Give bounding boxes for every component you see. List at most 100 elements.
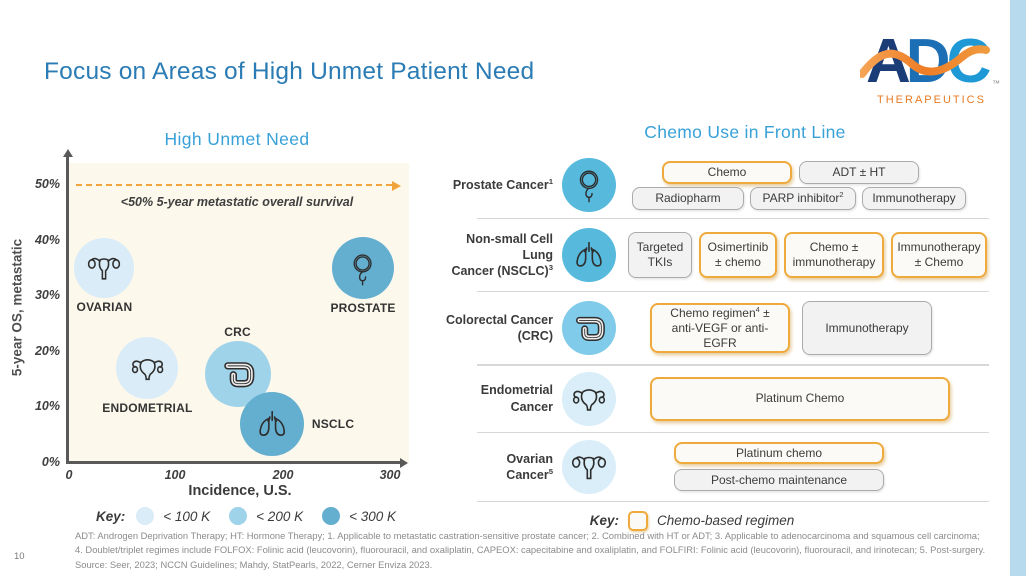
row-boxes: Platinum Chemo <box>626 376 995 421</box>
x-tick: 300 <box>379 468 401 482</box>
lungs-icon <box>570 236 608 274</box>
regimen-box-platinum-chemo: Platinum Chemo <box>650 376 950 421</box>
uterus-icon <box>570 380 608 418</box>
row-divider <box>477 431 989 433</box>
legend-swatch-lt300k <box>322 507 341 525</box>
regimen-box-chemo: Chemo <box>662 160 792 184</box>
row-boxes: Chemo regimen4 ± anti-VEGF or anti-EGFR … <box>626 301 995 356</box>
row-label: Colorectal Cancer(CRC) <box>446 313 553 344</box>
panel-title: Chemo Use in Front Line <box>644 122 846 142</box>
regimen-box-parp-inhibitor: PARP inhibitor2 <box>750 186 856 210</box>
chart-x-axis-line <box>66 461 402 464</box>
legend-entry: < 100 K <box>163 508 211 524</box>
row-divider <box>477 218 989 220</box>
regimen-box-chemo-regimen: Chemo regimen4 ± anti-VEGF or anti-EGFR <box>650 303 790 354</box>
uterus-icon <box>129 350 166 387</box>
chart-y-axis-arrow-icon <box>62 149 73 157</box>
footnotes: ADT: Androgen Deprivation Therapy; HT: H… <box>75 529 987 572</box>
footnote-abbreviations: ADT: Androgen Deprivation Therapy; HT: H… <box>75 530 986 556</box>
svg-text:™: ™ <box>992 79 1000 88</box>
row-colorectal-cancer: Colorectal Cancer(CRC) Chemo regimen4 ± … <box>445 292 995 364</box>
y-tick: 30% <box>34 288 60 302</box>
bubble-label: CRC <box>224 325 251 340</box>
chart-bubble-endometrial: ENDOMETRIAL <box>102 337 192 415</box>
bubble-label: ENDOMETRIAL <box>102 401 193 416</box>
bubble-label: PROSTATE <box>330 301 396 316</box>
colon-icon <box>570 309 608 347</box>
chemo-regimen-key-swatch <box>627 510 648 531</box>
chart-legend-label: Key: <box>95 508 126 524</box>
bubble-label: NSCLC <box>311 417 355 432</box>
prostate-icon-circle <box>562 158 616 212</box>
panel-key-label: Key: <box>589 513 619 529</box>
prostate-icon <box>344 250 381 287</box>
legend-swatch-lt200k <box>229 507 248 525</box>
adc-logo-icon: ADC ™ THERAPEUTICS <box>858 27 1000 106</box>
row-prostate-cancer: Prostate Cancer1 Chemo ADT ± HT Radiopha… <box>445 152 995 218</box>
chart-threshold-dashed-line <box>76 184 392 186</box>
regimen-box-radiopharm: Radiopharm <box>632 186 744 210</box>
legend-entry: < 200 K <box>256 508 304 524</box>
svg-text:ADC: ADC <box>866 27 991 96</box>
y-tick: 20% <box>34 344 60 358</box>
regimen-box-immunotherapy: Immunotherapy <box>862 186 966 210</box>
y-tick: 50% <box>34 177 60 191</box>
chart-title: High Unmet Need <box>164 129 310 149</box>
prostate-icon <box>570 166 608 204</box>
row-divider <box>477 291 989 293</box>
row-label: Prostate Cancer1 <box>452 176 553 192</box>
chart-bubble-prostate: PROSTATE <box>330 237 395 315</box>
chemo-panel: Prostate Cancer1 Chemo ADT ± HT Radiopha… <box>445 152 995 531</box>
x-tick: 100 <box>164 468 186 482</box>
regimen-box-chemo-immunotherapy: Chemo ± immunotherapy <box>784 232 884 279</box>
y-tick: 10% <box>34 399 60 413</box>
uterus-icon-circle <box>562 371 616 426</box>
chart-x-axis-label: Incidence, U.S. <box>188 483 292 499</box>
ovaries-icon <box>570 448 608 486</box>
panel-key: Key: Chemo-based regimen <box>417 510 967 531</box>
footnote-source: Source: Seer, 2023; NCCN Guidelines; Mah… <box>75 559 433 571</box>
regimen-box-immunotherapy-chemo: Immunotherapy ± Chemo <box>891 232 987 279</box>
regimen-box-platinum-chemo: Platinum chemo <box>674 442 884 465</box>
chart-plot-area <box>68 163 409 463</box>
legend-swatch-lt100k <box>136 507 155 525</box>
page-number: 10 <box>14 551 25 562</box>
svg-text:THERAPEUTICS: THERAPEUTICS <box>877 94 986 106</box>
regimen-box-adt-ht: ADT ± HT <box>799 160 919 184</box>
row-divider <box>477 500 989 502</box>
chart-bubble-ovarian: OVARIAN <box>74 238 135 314</box>
x-tick: 200 <box>272 468 294 482</box>
chart-x-axis-arrow-icon <box>400 457 408 468</box>
ovaries-icon <box>86 250 122 286</box>
regimen-box-targeted-tkis: Targeted TKIs <box>628 232 692 279</box>
y-tick: 40% <box>34 233 60 247</box>
chart-bubble-nsclc: NSCLC <box>239 392 354 457</box>
colon-icon <box>218 354 258 394</box>
bubble-label: OVARIAN <box>76 300 133 315</box>
lungs-icon-circle <box>562 228 616 283</box>
colon-icon-circle <box>562 301 616 356</box>
lungs-icon <box>253 405 291 443</box>
y-tick: 0% <box>41 455 60 469</box>
legend-entry: < 300 K <box>349 508 397 524</box>
slide-edge-strip <box>1010 0 1026 576</box>
x-tick: 0 <box>65 468 73 482</box>
panel-key-text: Chemo-based regimen <box>656 513 795 529</box>
adc-therapeutics-logo: ADC ™ THERAPEUTICS <box>858 24 1004 110</box>
chart-threshold-annotation: <50% 5-year metastatic overall survival <box>120 195 354 209</box>
chart-legend: Key: < 100 K < 200 K < 300 K <box>96 507 406 525</box>
row-divider <box>477 364 989 366</box>
regimen-box-post-chemo-maintenance: Post-chemo maintenance <box>674 469 884 492</box>
regimen-box-immunotherapy: Immunotherapy <box>802 301 932 356</box>
chart-threshold-arrow-icon <box>392 180 401 191</box>
ovaries-icon-circle <box>562 439 616 494</box>
page-title: Focus on Areas of High Unmet Patient Nee… <box>44 58 535 85</box>
row-boxes: Chemo ADT ± HT Radiopharm PARP inhibitor… <box>626 160 995 210</box>
